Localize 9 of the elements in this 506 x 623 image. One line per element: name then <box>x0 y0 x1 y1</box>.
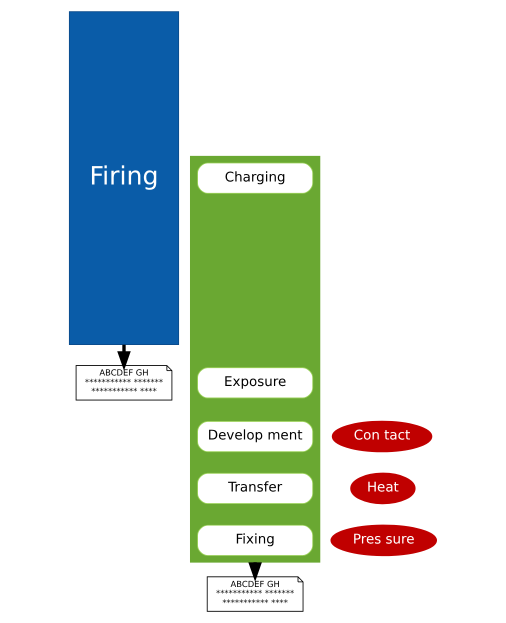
node-box: Exposure <box>197 367 314 398</box>
node-ellipse: Heat <box>350 472 416 504</box>
node-box: Charging <box>197 162 314 194</box>
node-box: Transfer <box>197 472 314 504</box>
node-box: Firing <box>68 11 180 345</box>
node-ellipse: Con tact <box>332 420 432 452</box>
node-box: Develop ment <box>197 420 314 452</box>
node-box: Fixing <box>197 524 314 556</box>
node-ellipse: Pres sure <box>330 524 437 556</box>
